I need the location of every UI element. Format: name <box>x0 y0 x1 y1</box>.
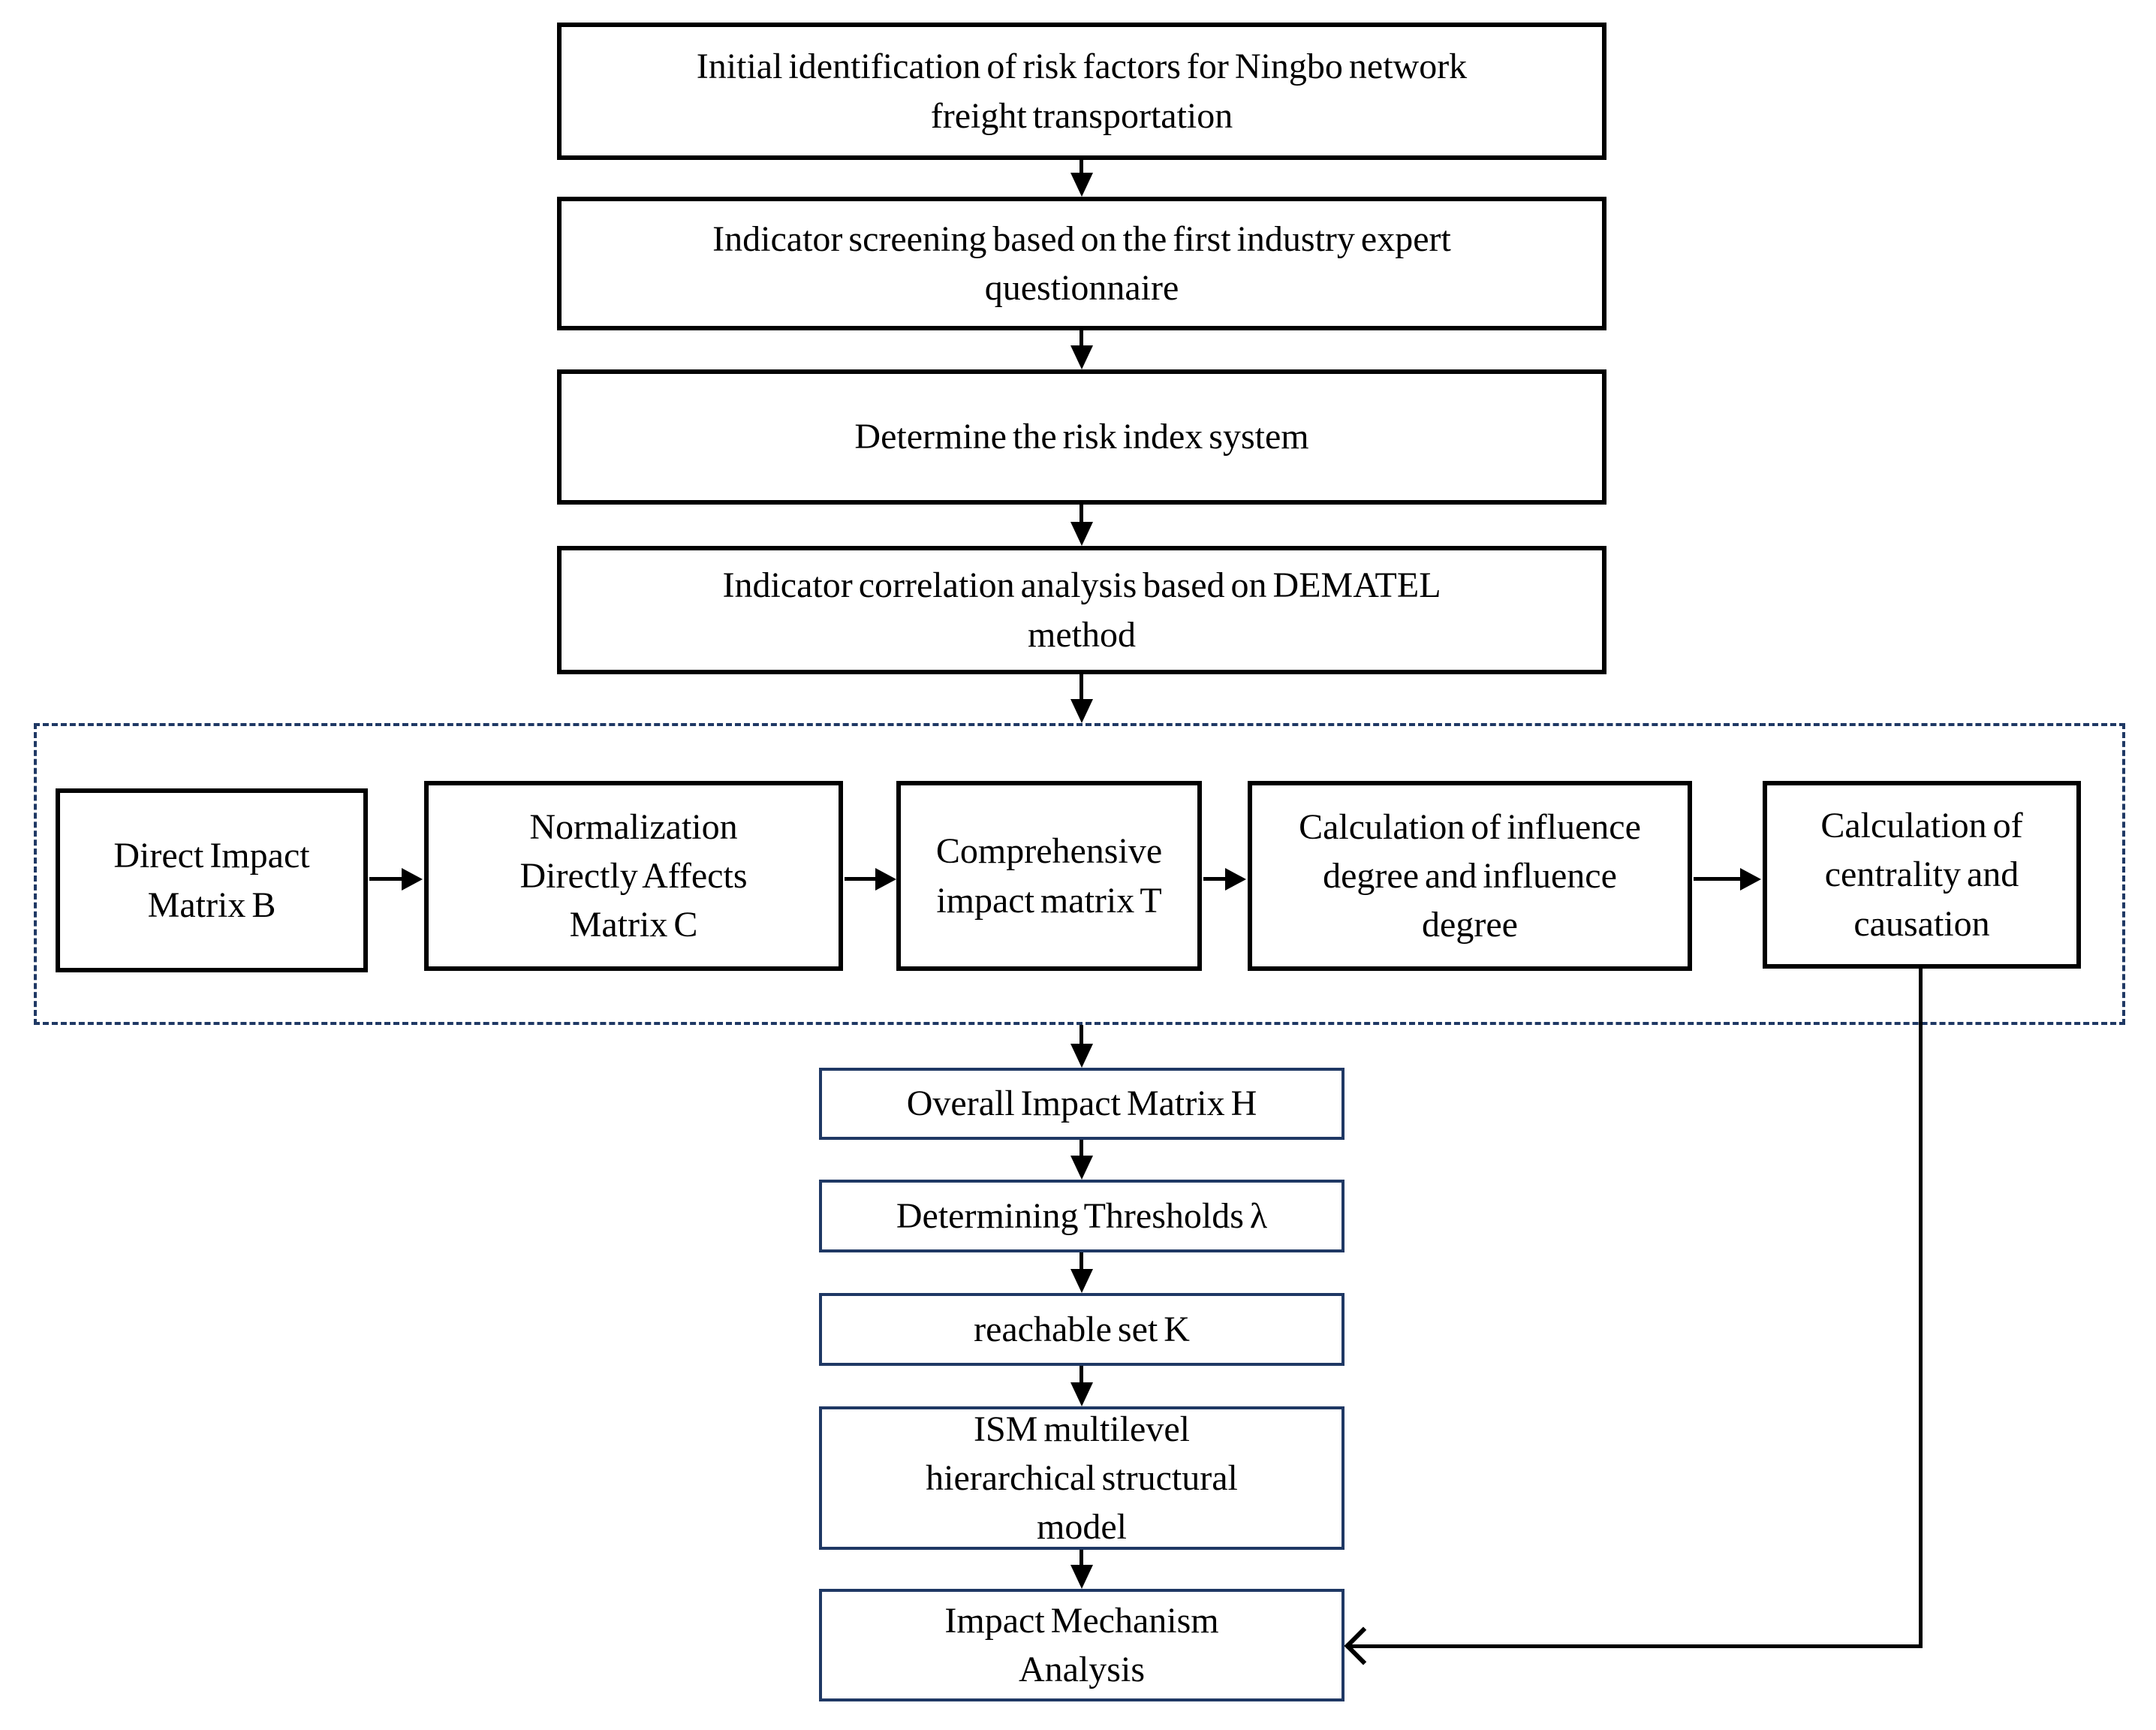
box-influence-degree-calculation: Calculation of influence degree and infl… <box>1248 781 1692 971</box>
box-centrality-causation-calculation: Calculation of centrality and causation <box>1763 781 2081 969</box>
text-line: questionnaire <box>984 268 1179 308</box>
right-arrowhead-icon <box>875 868 896 891</box>
text-line: Indicator screening based on the first i… <box>712 219 1451 259</box>
text-line: Direct Impact <box>113 836 310 876</box>
text-line: centrality and <box>1824 854 2019 895</box>
down-arrowhead-icon <box>1070 1156 1093 1180</box>
text-line: Calculation of <box>1820 806 2023 846</box>
down-arrowhead-icon <box>1070 699 1093 723</box>
down-arrowhead-icon <box>1070 1565 1093 1589</box>
text-line: freight transportation <box>930 95 1233 136</box>
arrow-stem <box>1080 1140 1083 1158</box>
arrow-stem <box>1080 160 1083 175</box>
text-line: reachable set K <box>974 1309 1190 1349</box>
arrow-stem <box>1080 1025 1083 1046</box>
box-risk-index-system: Determine the risk index system <box>557 369 1606 505</box>
connector-vertical-segment <box>1919 969 1923 1647</box>
box-normalization-matrix-c: Normalization Directly Affects Matrix C <box>424 781 843 971</box>
arrow-stem <box>1203 877 1230 881</box>
box-impact-mechanism-analysis: Impact Mechanism Analysis <box>819 1589 1344 1701</box>
text-line: ISM multilevel <box>974 1409 1190 1449</box>
text-line: Directly Affects <box>519 855 748 896</box>
box-initial-identification: Initial identification of risk factors f… <box>557 23 1606 160</box>
text-line: Matrix C <box>569 905 698 945</box>
text-line: Initial identification of risk factors f… <box>696 47 1468 87</box>
box-ism-hierarchical-model: ISM multilevel hierarchical structural m… <box>819 1406 1344 1550</box>
text-line: Calculation of influence <box>1299 806 1641 847</box>
text-line: method <box>1028 614 1136 655</box>
text-line: Determining Thresholds λ <box>896 1195 1268 1236</box>
arrow-stem <box>1080 674 1083 701</box>
box-dematel-correlation-analysis: Indicator correlation analysis based on … <box>557 546 1606 674</box>
right-arrowhead-icon <box>1225 868 1246 891</box>
down-arrowhead-icon <box>1070 173 1093 197</box>
right-arrowhead-icon <box>402 868 423 891</box>
box-indicator-screening: Indicator screening based on the first i… <box>557 197 1606 330</box>
text-line: Analysis <box>1019 1650 1145 1689</box>
down-arrowhead-icon <box>1070 1044 1093 1068</box>
down-arrowhead-icon <box>1070 522 1093 546</box>
box-comprehensive-matrix-t: Comprehensive impact matrix T <box>896 781 1202 971</box>
arrow-stem <box>845 877 878 881</box>
arrow-stem <box>1080 1252 1083 1271</box>
box-reachable-set-k: reachable set K <box>819 1293 1344 1366</box>
text-line: degree <box>1422 905 1518 945</box>
connector-horizontal-segment <box>1348 1644 1923 1648</box>
left-open-arrowhead-icon <box>1344 1626 1383 1665</box>
text-line: impact matrix T <box>936 880 1162 921</box>
arrow-stem <box>1694 877 1743 881</box>
text-line: hierarchical structural <box>926 1457 1238 1498</box>
text-line: Impact Mechanism <box>944 1600 1219 1641</box>
arrow-stem <box>1080 1550 1083 1567</box>
down-arrowhead-icon <box>1070 1382 1093 1406</box>
right-arrowhead-icon <box>1740 868 1761 891</box>
arrow-stem <box>1080 1366 1083 1385</box>
box-determining-thresholds: Determining Thresholds λ <box>819 1180 1344 1252</box>
arrow-stem <box>369 877 405 881</box>
arrow-stem <box>1080 505 1083 524</box>
text-line: model <box>1037 1507 1127 1548</box>
text-line: Matrix B <box>147 885 276 925</box>
text-line: causation <box>1853 903 1990 944</box>
down-arrowhead-icon <box>1070 1269 1093 1293</box>
text-line: Normalization <box>529 806 738 847</box>
down-arrowhead-icon <box>1070 345 1093 369</box>
arrow-stem <box>1080 330 1083 348</box>
text-line: degree and influence <box>1323 855 1617 896</box>
box-direct-impact-matrix-b: Direct Impact Matrix B <box>56 788 368 972</box>
box-overall-impact-matrix-h: Overall Impact Matrix H <box>819 1068 1344 1140</box>
text-line: Determine the risk index system <box>854 417 1309 457</box>
text-line: Indicator correlation analysis based on … <box>722 565 1441 606</box>
text-line: Overall Impact Matrix H <box>906 1084 1257 1124</box>
dematel-group-border <box>34 723 2125 1025</box>
text-line: Comprehensive <box>935 831 1163 872</box>
